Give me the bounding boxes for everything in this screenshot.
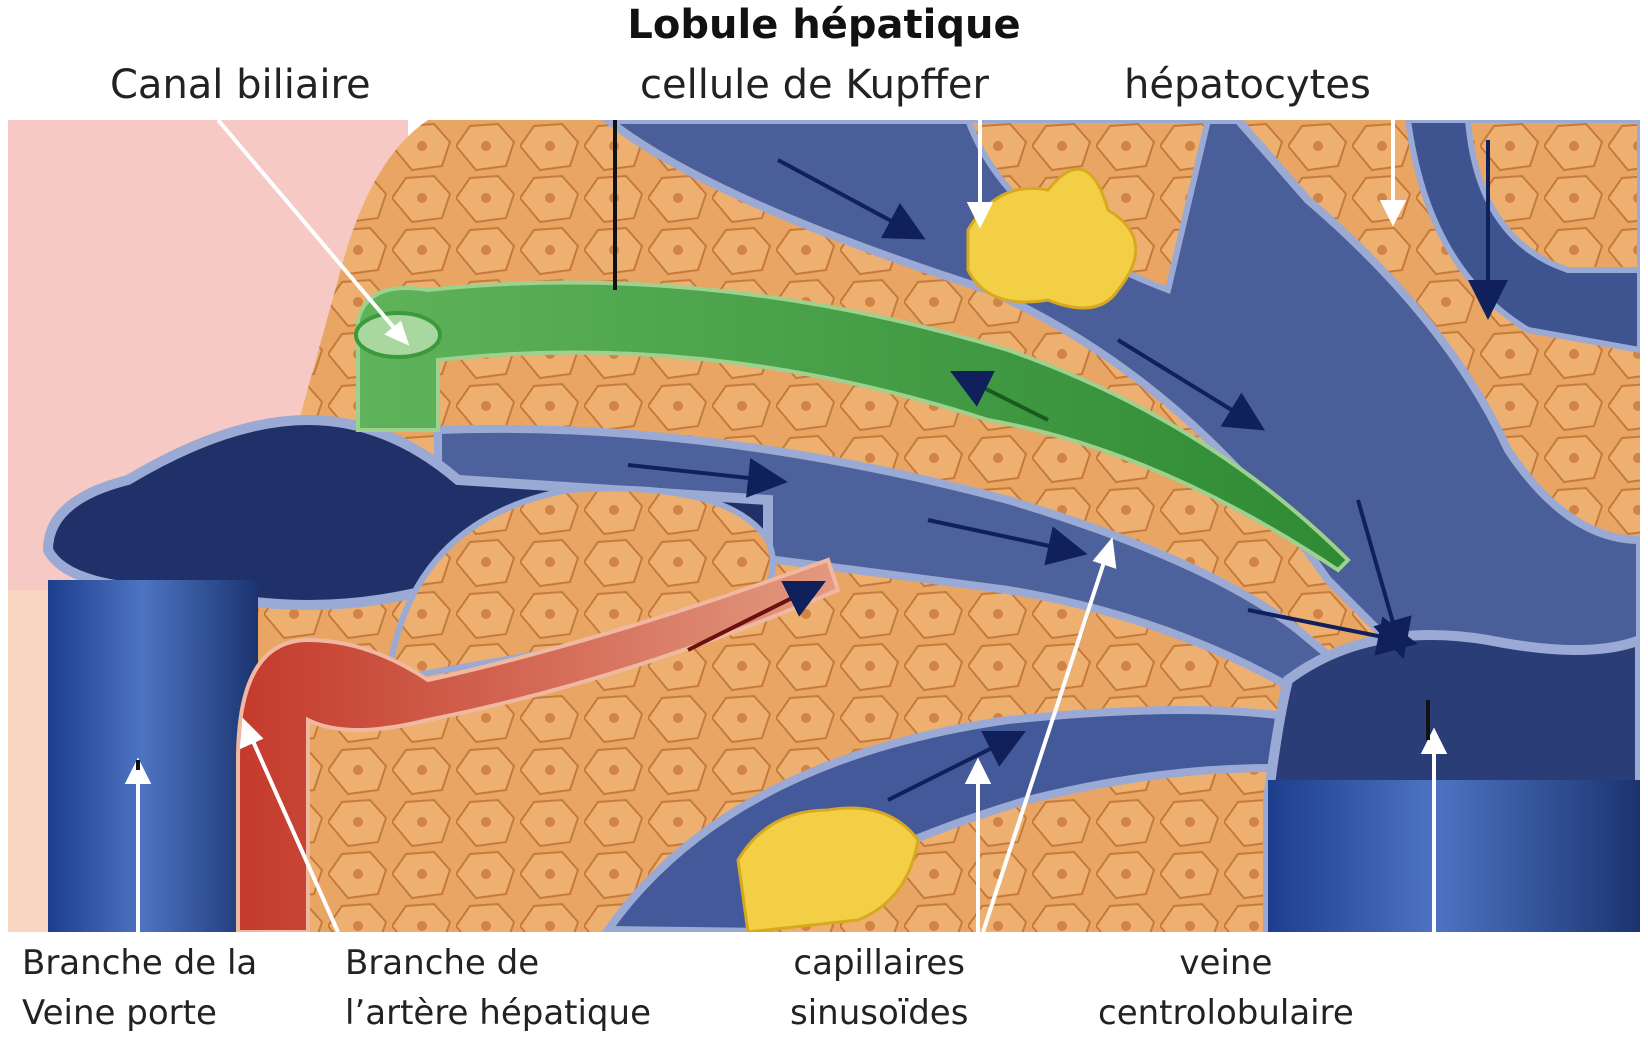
label-capillaires-line1: capillaires xyxy=(790,938,968,988)
label-veine-centrolobulaire: veine centrolobulaire xyxy=(1098,938,1354,1038)
central-vein-tube xyxy=(1268,780,1640,932)
diagram-title: Lobule hépatique xyxy=(0,2,1648,48)
label-veine-porte: Branche de la Veine porte xyxy=(22,938,257,1038)
label-artere-line1: Branche de xyxy=(345,938,651,988)
label-artere-hepatique: Branche de l’artère hépatique xyxy=(345,938,651,1038)
portal-vein-tube xyxy=(48,580,258,932)
liver-lobule-illustration xyxy=(8,120,1640,932)
label-hepatocytes: hépatocytes xyxy=(1124,62,1371,108)
label-artere-line2: l’artère hépatique xyxy=(345,988,651,1038)
label-capillaires-line2: sinusoïdes xyxy=(790,988,968,1038)
label-kupffer-cell: cellule de Kupffer xyxy=(640,62,989,108)
label-canal-biliaire: Canal biliaire xyxy=(110,62,371,108)
label-centro-line1: veine xyxy=(1098,938,1354,988)
label-veine-porte-line1: Branche de la xyxy=(22,938,257,988)
label-centro-line2: centrolobulaire xyxy=(1098,988,1354,1038)
label-veine-porte-line2: Veine porte xyxy=(22,988,257,1038)
label-capillaires-sinusoides: capillaires sinusoïdes xyxy=(790,938,968,1038)
